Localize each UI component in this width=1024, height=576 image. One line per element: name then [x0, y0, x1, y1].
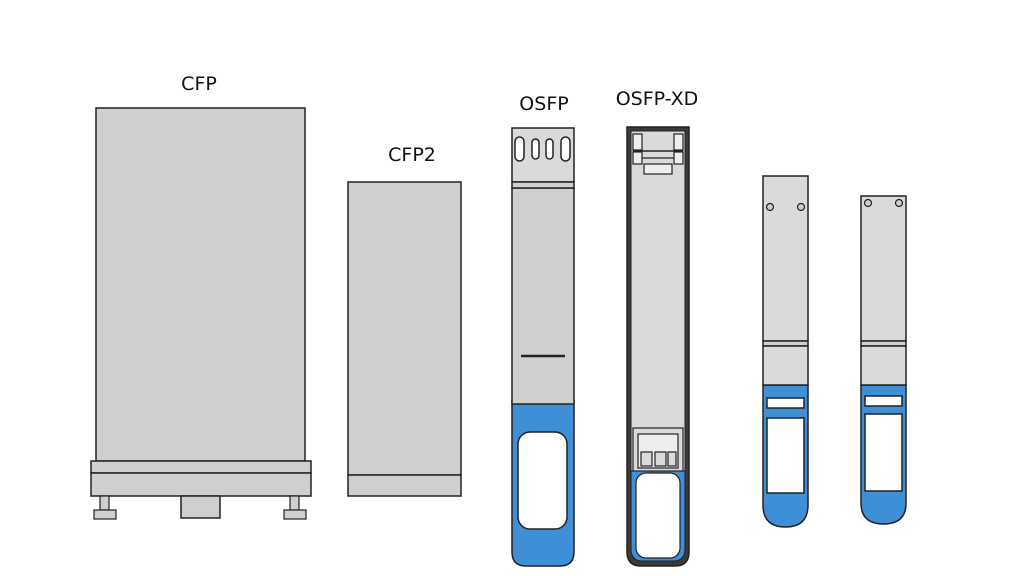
osfp-vent-1 — [514, 136, 525, 162]
cfp2-base — [347, 474, 462, 497]
osfp-body — [511, 187, 575, 405]
qsfp-module-a — [762, 175, 809, 528]
osfp-xd-module: OSFP-XD — [616, 88, 699, 567]
cfp2-label: CFP2 — [388, 144, 436, 166]
osfp-xd-latch-right — [673, 133, 684, 151]
qsfp-module-b — [860, 195, 907, 525]
qsfp-a-body — [762, 175, 809, 342]
osfp-xd-connector-port-1 — [640, 451, 653, 467]
osfp-xd-latch-left — [632, 133, 643, 151]
qsfp-a-screw-left — [765, 202, 775, 212]
qsfp-b-lower — [860, 345, 907, 386]
qsfp-b-slot — [864, 395, 903, 407]
osfp-vent-4 — [560, 136, 571, 162]
cfp-screw-left-head — [93, 509, 117, 520]
osfp-xd-pull-tab-window — [635, 472, 681, 559]
qsfp-a-window — [766, 417, 805, 494]
qsfp-a-screw-right — [796, 202, 806, 212]
cfp-body — [95, 107, 306, 462]
cfp-screw-left-shaft — [99, 495, 110, 511]
cfp2-module: CFP2 — [347, 144, 462, 497]
qsfp-b-body — [860, 195, 907, 342]
qsfp-b-screw-right — [894, 198, 904, 208]
osfp-xd-label: OSFP-XD — [616, 88, 699, 110]
osfp-xd-connector-port-3 — [667, 451, 677, 467]
osfp-xd-body — [630, 130, 686, 472]
osfp-label: OSFP — [519, 93, 568, 115]
osfp-xd-latch-left-2 — [632, 151, 643, 165]
qsfp-b-window — [864, 413, 903, 492]
osfp-vent-2 — [531, 138, 540, 160]
osfp-xd-latch-right-2 — [673, 151, 684, 165]
osfp-xd-top-notch — [643, 163, 673, 175]
cfp-flange-bottom — [90, 472, 312, 497]
cfp-module: CFP — [90, 73, 312, 520]
osfp-pull-tab-window — [517, 431, 568, 530]
cfp-flange-top — [90, 460, 312, 474]
osfp-vent-3 — [545, 138, 554, 160]
cfp-label: CFP — [181, 73, 217, 95]
cfp-screw-right-shaft — [289, 495, 300, 511]
qsfp-b-screw-left — [863, 198, 873, 208]
qsfp-a-lower — [762, 345, 809, 386]
osfp-band — [511, 181, 575, 189]
qsfp-a-slot — [766, 397, 805, 409]
osfp-xd-connector-port-2 — [654, 451, 667, 467]
cfp2-body — [347, 181, 462, 476]
osfp-module: OSFP — [511, 93, 575, 567]
cfp-screw-right-head — [283, 509, 307, 520]
cfp-connector — [180, 495, 221, 519]
